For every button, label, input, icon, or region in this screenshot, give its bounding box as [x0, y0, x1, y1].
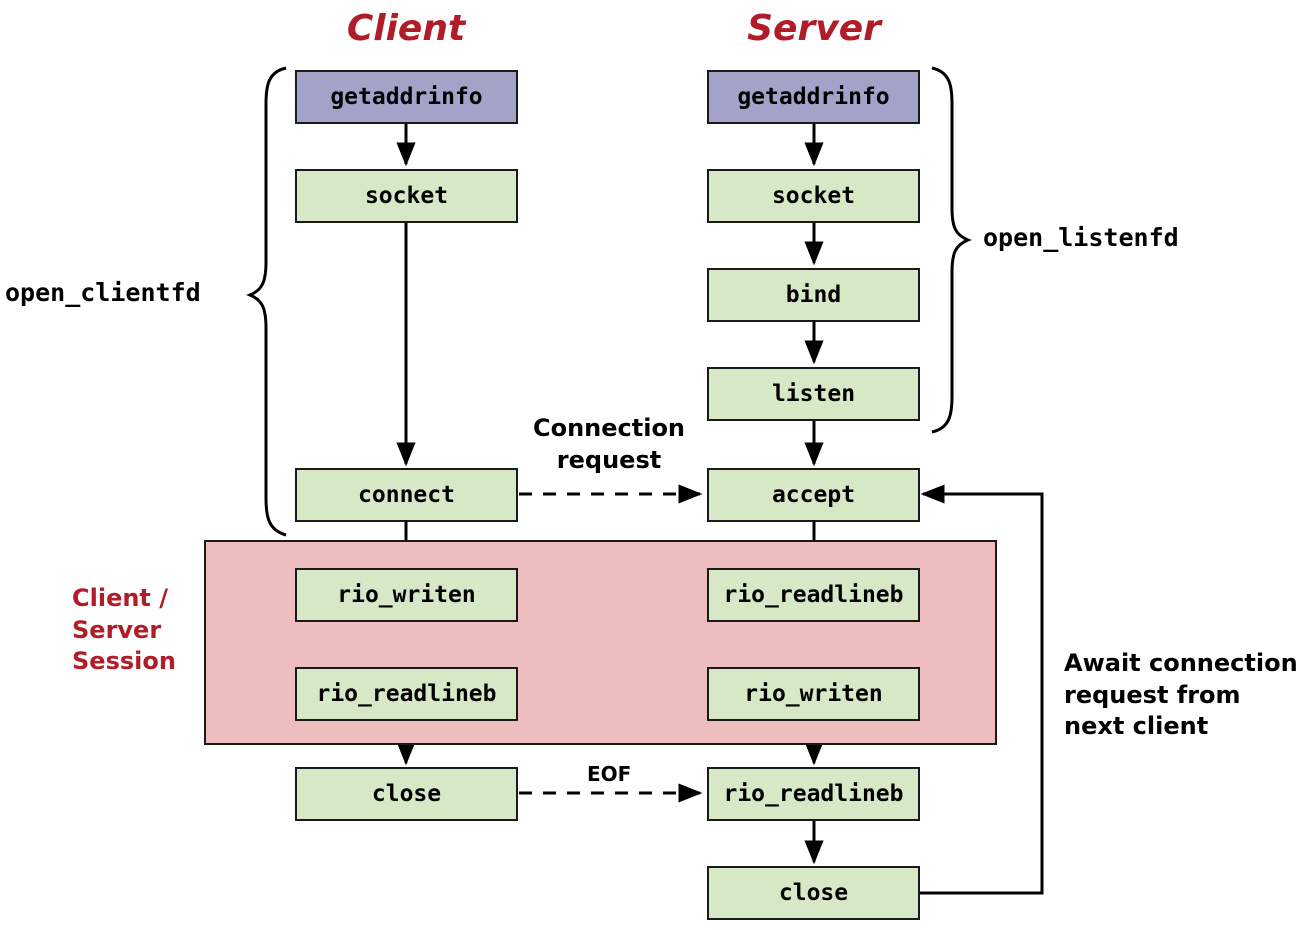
- label-await-connection: Await connection request from next clien…: [1064, 648, 1300, 743]
- node-client-socket[interactable]: socket: [295, 169, 518, 223]
- session-label-line-1: Client /: [72, 584, 169, 612]
- node-server-getaddrinfo[interactable]: getaddrinfo: [707, 70, 920, 124]
- node-server-bind[interactable]: bind: [707, 268, 920, 322]
- node-client-rio-writen[interactable]: rio_writen: [295, 568, 518, 622]
- label-connection-request: Connection request: [511, 413, 707, 476]
- node-server-rio-readlineb[interactable]: rio_readlineb: [707, 568, 920, 622]
- label-open-clientfd: open_clientfd: [5, 278, 201, 307]
- node-server-rio-writen[interactable]: rio_writen: [707, 667, 920, 721]
- label-open-listenfd: open_listenfd: [983, 223, 1179, 252]
- node-client-getaddrinfo[interactable]: getaddrinfo: [295, 70, 518, 124]
- node-server-socket[interactable]: socket: [707, 169, 920, 223]
- session-label-line-2: Server: [72, 615, 162, 644]
- node-server-listen[interactable]: listen: [707, 367, 920, 421]
- await-line-1: Await connection: [1064, 649, 1298, 677]
- connection-request-line-1: Connection: [532, 414, 686, 442]
- edge-await-next-connection: [920, 484, 1044, 895]
- node-server-accept[interactable]: accept: [707, 468, 920, 522]
- column-heading-client: Client: [346, 8, 466, 49]
- connection-request-line-2: request: [556, 445, 662, 474]
- node-client-close[interactable]: close: [295, 767, 518, 821]
- label-eof: EOF: [587, 762, 632, 786]
- brace-open-listenfd: [931, 66, 972, 434]
- node-server-rio-readlineb-eof[interactable]: rio_readlineb: [707, 767, 920, 821]
- column-heading-server: Server: [747, 8, 881, 49]
- node-client-rio-readlineb[interactable]: rio_readlineb: [295, 667, 518, 721]
- session-label-line-3: Session: [72, 647, 176, 676]
- node-client-connect[interactable]: connect: [295, 468, 518, 522]
- await-line-3: next client: [1064, 712, 1209, 741]
- node-server-close[interactable]: close: [707, 866, 920, 920]
- brace-open-clientfd: [246, 66, 287, 537]
- await-line-2: request from: [1064, 680, 1241, 709]
- label-client-server-session: Client / Server Session: [72, 583, 232, 678]
